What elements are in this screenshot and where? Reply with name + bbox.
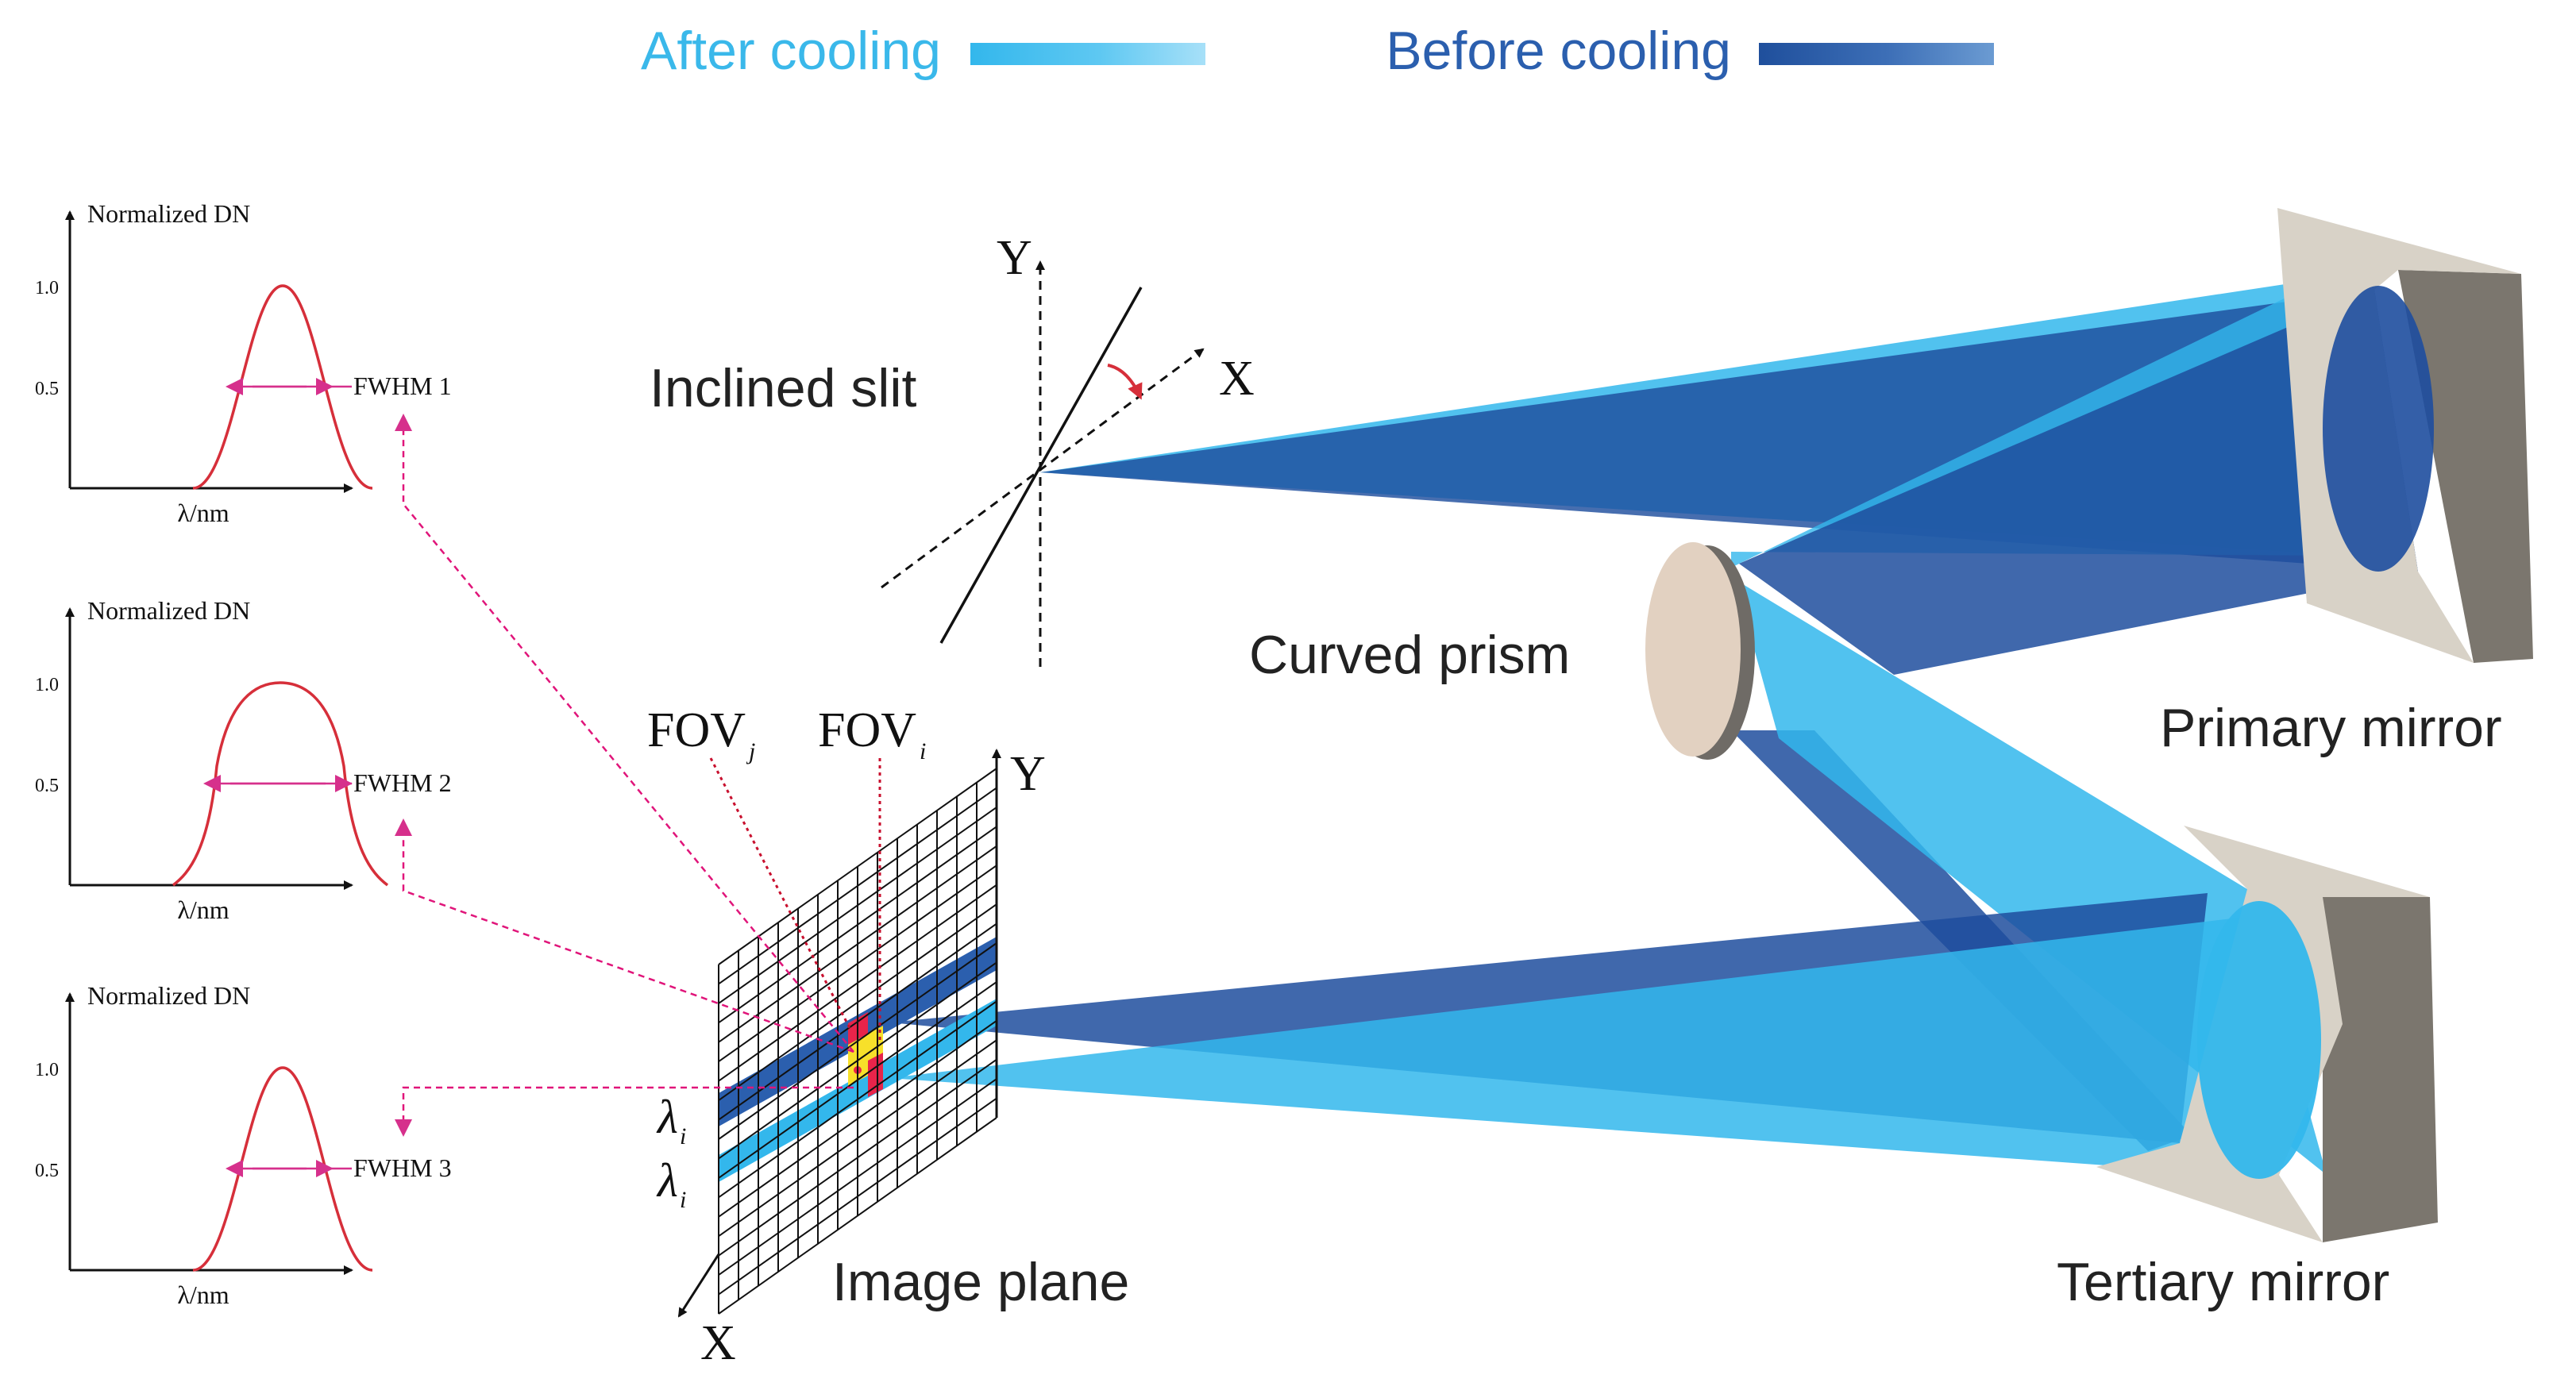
primary-mirror-label: Primary mirror — [2160, 698, 2502, 758]
slit-y-label: Y — [997, 231, 1032, 285]
plot-x-label: λ/nm — [177, 1280, 229, 1309]
primary-mirror-side — [2398, 270, 2533, 663]
fwhm-plot-1: Normalized DN λ/nm 1.0 0.5 FWHM 1 — [35, 199, 452, 527]
plot-tick-0-5: 0.5 — [35, 1161, 59, 1181]
primary-mirror — [2277, 208, 2533, 663]
guide-to-fwhm-2 — [395, 818, 854, 1053]
grid-row-line — [718, 1019, 997, 1218]
light-beams — [889, 278, 2418, 1175]
grid-row-line — [718, 768, 997, 965]
grid-row-line — [718, 942, 997, 1140]
beam-before-primary-to-prism — [1739, 290, 2418, 675]
legend: After cooling Before cooling — [641, 21, 1994, 81]
grid-row-line — [718, 1039, 997, 1238]
image-plane-label: Image plane — [832, 1252, 1129, 1312]
grid-row-line — [718, 787, 997, 985]
curved-prism-label: Curved prism — [1249, 625, 1570, 685]
tertiary-mirror-side — [2323, 897, 2438, 1242]
slit-x-axis — [881, 348, 1205, 589]
tertiary-mirror — [2096, 826, 2438, 1242]
legend-after-swatch — [970, 43, 1205, 65]
grid-row-line — [718, 845, 997, 1043]
legend-after-label: After cooling — [641, 21, 941, 81]
curved-prism — [1645, 542, 1755, 760]
slit-axes: Y X — [881, 231, 1255, 667]
lambda-labels: λi λi — [656, 1091, 686, 1213]
grid-row-line — [718, 1000, 997, 1199]
grid-row-line — [718, 807, 997, 1004]
image-plane: Y X — [677, 747, 1046, 1370]
lambda-label-2: λi — [656, 1154, 686, 1213]
plot-fwhm-label: FWHM 1 — [353, 372, 452, 400]
beam-after-tertiary-to-plane — [889, 913, 2279, 1175]
slit-angle-arc — [1107, 364, 1143, 400]
plot-fwhm-label: FWHM 3 — [353, 1153, 452, 1182]
spectral-response-curve — [192, 284, 373, 490]
fov-j-pointer — [709, 757, 851, 1029]
plot-tick-1-0: 1.0 — [35, 675, 59, 695]
slit-x-label: X — [1219, 352, 1255, 406]
lambda-label-1: λi — [656, 1091, 686, 1149]
grid-row-line — [718, 961, 997, 1160]
guide-to-fwhm-1 — [395, 414, 854, 1053]
primary-mirror-body — [2277, 208, 2521, 663]
plot-tick-0-5: 0.5 — [35, 776, 59, 796]
fwhm-plot-2: Normalized DN λ/nm 1.0 0.5 FWHM 2 — [35, 596, 452, 924]
plot-y-label: Normalized DN — [87, 199, 250, 228]
spectral-response-curve — [172, 681, 389, 887]
inclined-slit-label: Inclined slit — [650, 358, 916, 418]
grid-row-line — [718, 1058, 997, 1257]
plot-tick-0-5: 0.5 — [35, 379, 59, 399]
grid-row-line — [718, 865, 997, 1063]
plot-tick-1-0: 1.0 — [35, 1060, 59, 1080]
fwhm-plot-3: Normalized DN λ/nm 1.0 0.5 FWHM 3 — [35, 981, 452, 1309]
plot-fwhm-label: FWHM 2 — [353, 768, 452, 797]
grid-row-line — [718, 903, 997, 1101]
curved-prism-face — [1645, 542, 1741, 757]
grid-row-line — [718, 1097, 997, 1296]
plot-y-label: Normalized DN — [87, 981, 250, 1010]
plot-y-label: Normalized DN — [87, 596, 250, 625]
tertiary-mirror-label: Tertiary mirror — [2057, 1252, 2389, 1312]
inclined-slit-line — [939, 287, 1143, 644]
plane-x-axis — [677, 1253, 720, 1318]
grid-row-line — [718, 884, 997, 1082]
grid-row-line — [718, 1078, 997, 1276]
plot-tick-1-0: 1.0 — [35, 278, 59, 298]
plane-y-label: Y — [1010, 747, 1046, 801]
plot-x-label: λ/nm — [177, 895, 229, 924]
plane-x-label: X — [700, 1316, 736, 1370]
plot-x-label: λ/nm — [177, 499, 229, 527]
primary-mirror-beam-spot — [2323, 286, 2434, 572]
tertiary-mirror-beam-spot — [2197, 901, 2321, 1179]
legend-before-label: Before cooling — [1386, 21, 1731, 81]
grid-row-line — [718, 826, 997, 1024]
image-plane-grid — [718, 768, 997, 1315]
legend-before-swatch — [1759, 43, 1994, 65]
grid-row-line — [718, 1117, 997, 1315]
guide-to-fwhm-3 — [395, 1086, 854, 1137]
spectral-response-curve — [192, 1066, 373, 1272]
grid-row-line — [718, 981, 997, 1179]
fwhm-guides — [395, 414, 854, 1137]
component-labels: Inclined slit Curved prism Primary mirro… — [650, 358, 2502, 1312]
grid-row-line — [718, 922, 997, 1121]
